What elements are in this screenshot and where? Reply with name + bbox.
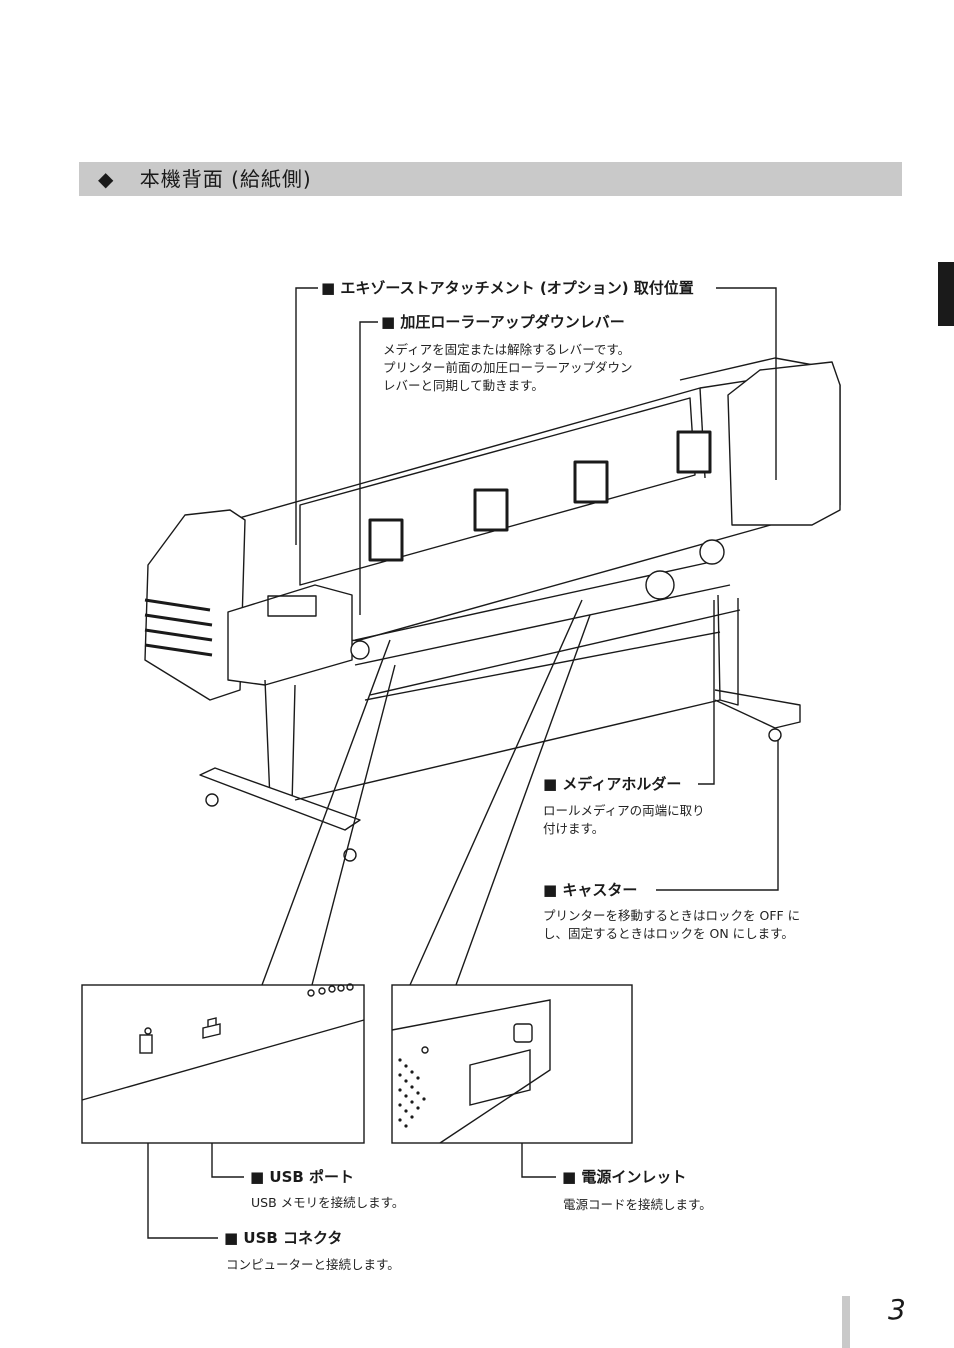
section-header-bar (79, 162, 902, 196)
media-holder-description: ロールメディアの両端に取り 付けます。 (543, 803, 705, 836)
usb-connector-label: ■ USB コネクタ (221, 1228, 346, 1248)
diamond-icon: ◆ (98, 167, 115, 191)
usb-port-label: ■ USB ポート (247, 1167, 358, 1187)
caster-label: ■ キャスター (540, 880, 641, 900)
section-title-text: 本機背面 (給紙側) (139, 167, 312, 191)
power-inlet-description: 電源コードを接続します。 (563, 1197, 712, 1212)
usb-port-description: USB メモリを接続します。 (251, 1195, 405, 1210)
media-holder-label: ■ メディアホルダー (540, 774, 685, 794)
usb-connector-description: コンピューターと接続します。 (226, 1257, 400, 1272)
page-number-bar (842, 1296, 850, 1348)
power-inlet-label: ■ 電源インレット (559, 1167, 690, 1187)
thumb-index-tab (938, 262, 954, 326)
exhaust-attachment-label: ■ エキゾーストアタッチメント (オプション) 取付位置 (318, 278, 697, 298)
pressure-lever-description: メディアを固定または解除するレバーです。 プリンター前面の加圧ローラーアップダウ… (383, 342, 633, 393)
page-number: 3 (888, 1293, 906, 1326)
caster-description: プリンターを移動するときはロックを OFF に し、固定するときはロックを ON… (543, 908, 801, 941)
pressure-lever-label: ■ 加圧ローラーアップダウンレバー (378, 312, 628, 332)
section-title: ◆ 本機背面 (給紙側) (98, 166, 312, 192)
